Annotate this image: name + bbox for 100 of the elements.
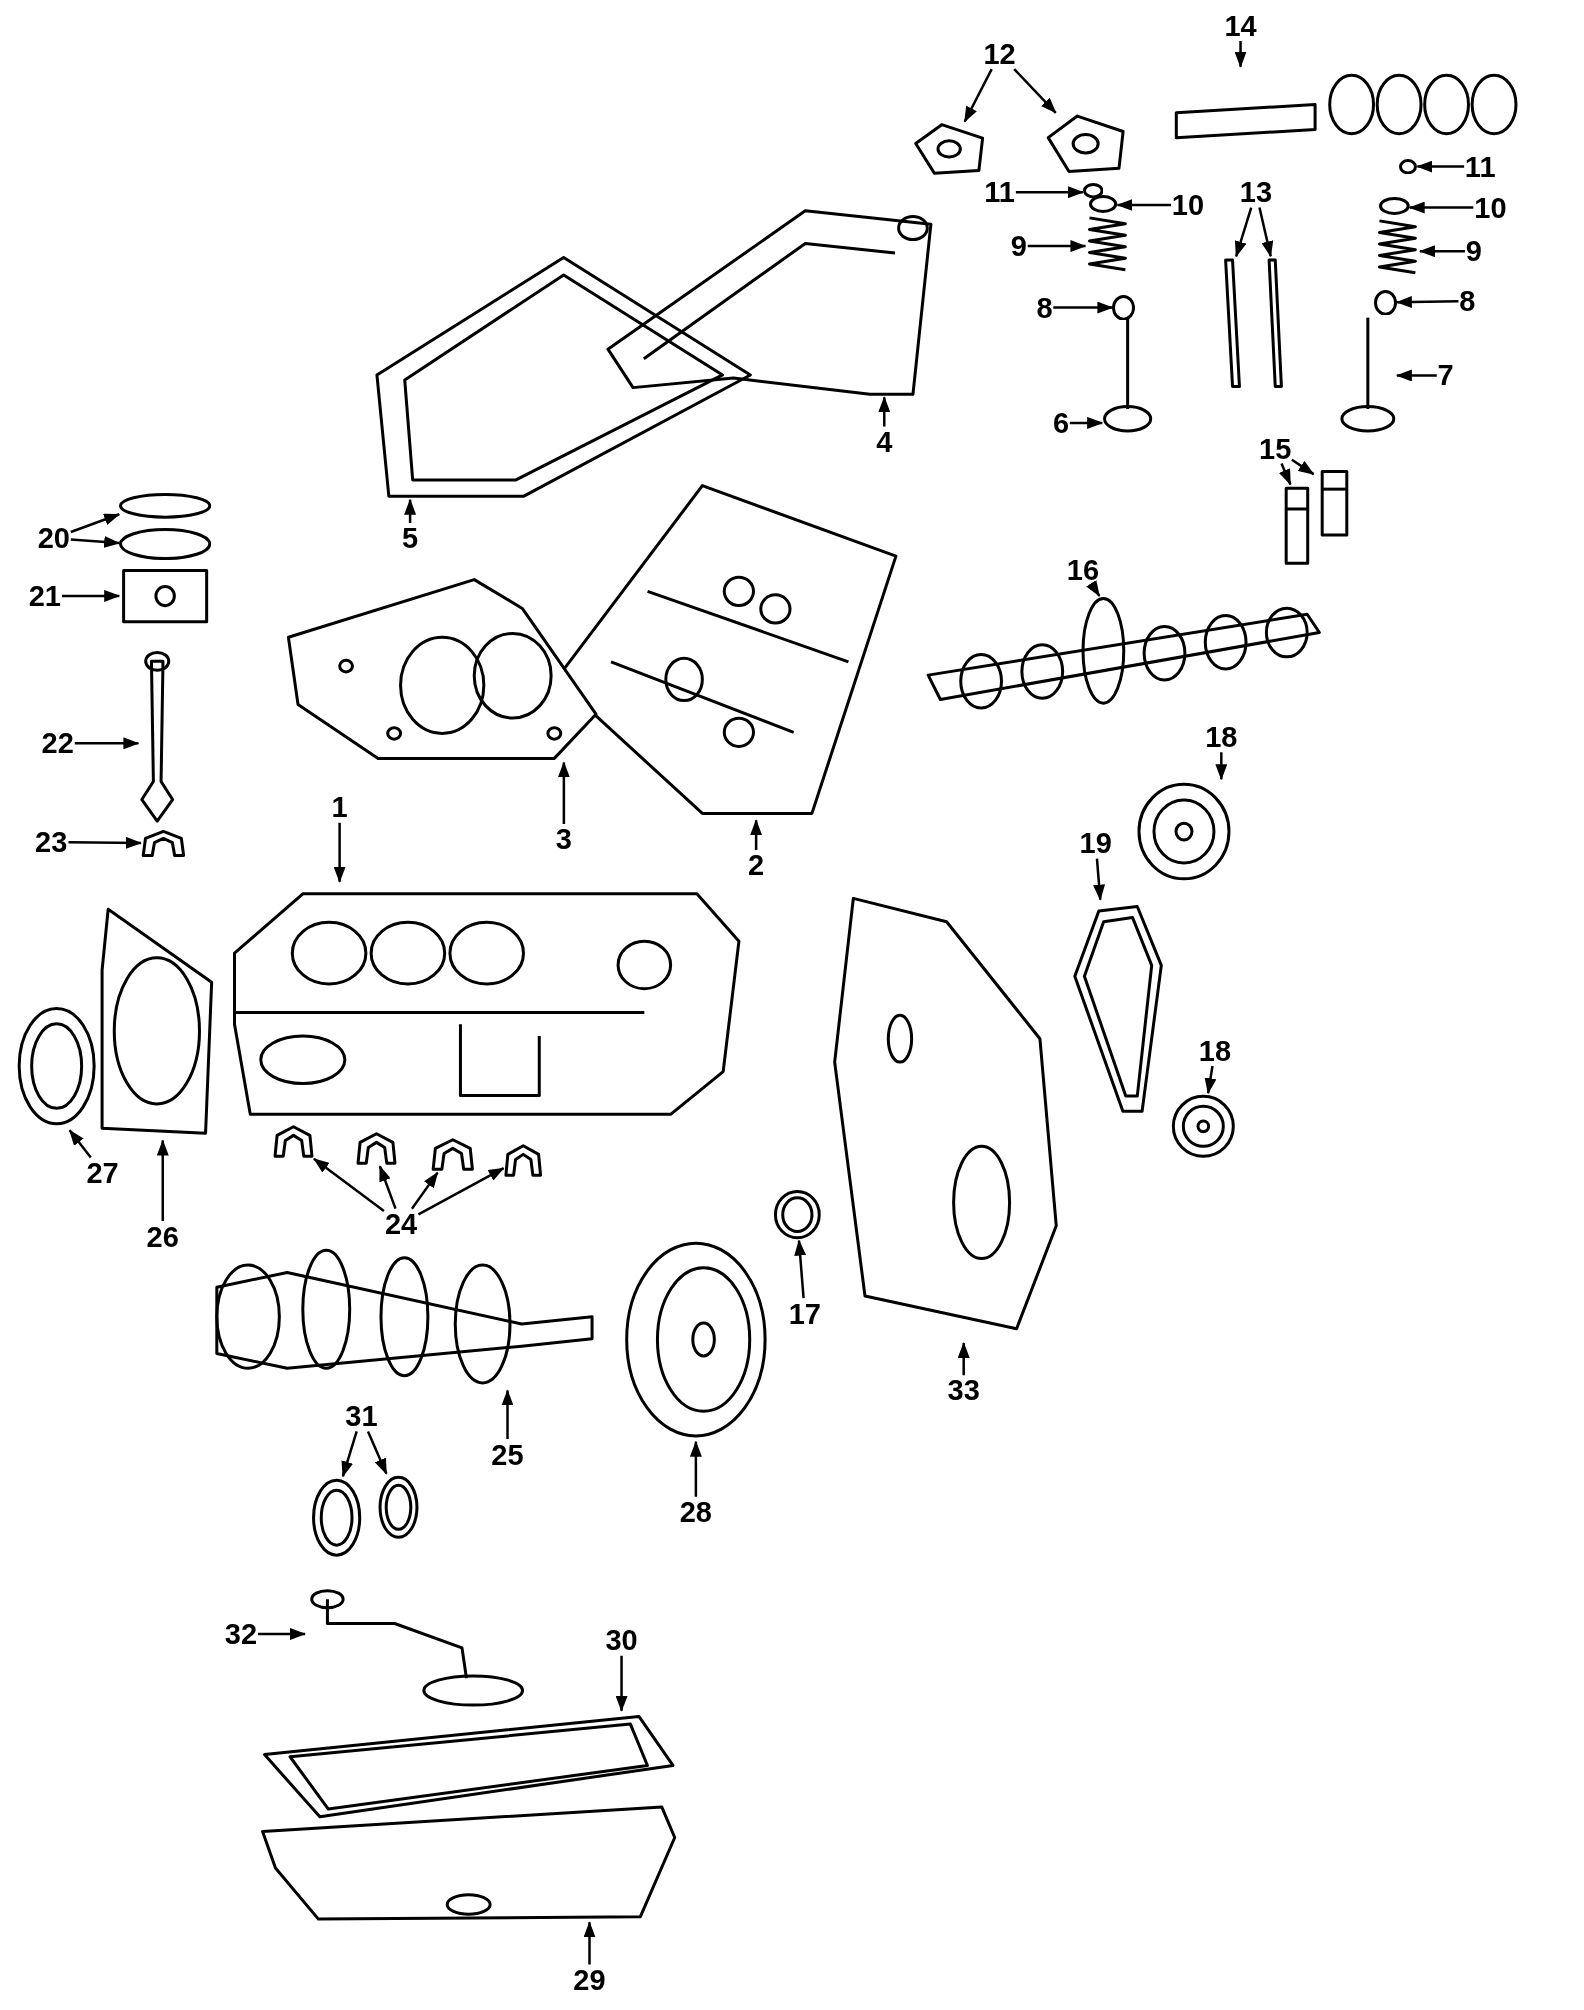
leader-line xyxy=(1418,245,1465,258)
valve-seal-drawing xyxy=(1373,289,1397,316)
callout-number: 7 xyxy=(1437,361,1454,390)
callout-number: 29 xyxy=(573,1965,606,1995)
leader-line xyxy=(417,1167,505,1216)
leader-line xyxy=(1053,301,1114,314)
leader-line xyxy=(156,1139,169,1222)
callout-number: 25 xyxy=(491,1440,524,1470)
leader-line xyxy=(1015,186,1084,199)
spring-retainer-drawing xyxy=(1378,197,1410,216)
callout-number: 18 xyxy=(1198,1036,1232,1066)
seal-drawing xyxy=(772,1189,822,1241)
leader-line xyxy=(410,1171,439,1210)
leader-line xyxy=(1093,858,1106,901)
valve-seal-drawing xyxy=(1112,294,1136,321)
pump-part-drawing xyxy=(311,1476,363,1560)
bearing-drawing xyxy=(356,1131,398,1167)
leader-line xyxy=(61,589,121,602)
callout-number: 18 xyxy=(1205,722,1238,752)
leader-line xyxy=(1258,207,1274,258)
leader-line xyxy=(750,819,763,850)
bearing-drawing xyxy=(430,1138,475,1173)
leader-line xyxy=(583,1921,596,1965)
callout-number: 4 xyxy=(876,427,893,457)
leader-line xyxy=(378,1165,397,1210)
callout-number: 22 xyxy=(41,728,74,758)
callout-number: 10 xyxy=(1474,193,1507,223)
leader-line xyxy=(501,1389,514,1440)
leader-line xyxy=(1234,41,1247,68)
leader-line xyxy=(341,1431,358,1478)
callout-number: 11 xyxy=(1464,152,1496,182)
leader-line xyxy=(1234,207,1253,258)
leader-line xyxy=(1013,68,1057,114)
piston-ring-drawing xyxy=(119,493,212,519)
callout-number: 23 xyxy=(35,827,68,857)
bearing-drawing xyxy=(272,1125,314,1160)
callout-number: 30 xyxy=(605,1625,638,1655)
valve-keeper-drawing xyxy=(1399,158,1418,175)
callout-number: 8 xyxy=(1036,293,1053,323)
callout-number: 8 xyxy=(1459,286,1476,316)
piston-ring-drawing xyxy=(119,528,212,561)
callout-number: 13 xyxy=(1239,177,1273,207)
leader-line xyxy=(68,1129,92,1159)
leader-line xyxy=(957,1342,970,1376)
leader-line xyxy=(615,1655,628,1712)
leader-line xyxy=(1279,463,1292,486)
gear-drawing xyxy=(1170,1093,1237,1160)
bearing-drawing xyxy=(503,1144,543,1179)
leader-line xyxy=(1408,201,1474,214)
leader-line xyxy=(366,1430,388,1475)
callout-number: 11 xyxy=(984,177,1015,207)
callout-number: 9 xyxy=(1010,231,1027,261)
leader-line xyxy=(313,1157,385,1213)
rocker-arm-drawing xyxy=(912,121,987,176)
leader-line xyxy=(1086,580,1101,597)
leader-line xyxy=(1215,752,1228,781)
leader-line xyxy=(74,737,140,750)
leader-line xyxy=(878,396,891,427)
leader-line xyxy=(68,836,142,849)
callout-number: 12 xyxy=(983,39,1016,69)
callout-number: 32 xyxy=(224,1619,258,1649)
callout-number: 10 xyxy=(1171,190,1205,220)
leader-line xyxy=(963,68,993,123)
bearing-drawing xyxy=(140,830,186,859)
leader-line xyxy=(1116,199,1172,212)
callout-number: 28 xyxy=(679,1497,712,1527)
leader-line xyxy=(1416,160,1465,173)
leader-line xyxy=(1395,369,1437,382)
callout-number: 3 xyxy=(555,824,572,854)
leader-line xyxy=(258,1628,306,1640)
callout-number: 26 xyxy=(146,1222,179,1252)
pump-part-drawing xyxy=(378,1473,420,1541)
leader-line xyxy=(404,498,417,523)
leader-line xyxy=(689,1440,702,1497)
valve-spring-drawing xyxy=(1375,217,1420,276)
callout-number: 27 xyxy=(86,1158,119,1188)
rocker-arm-drawing xyxy=(1044,112,1128,175)
spring-retainer-drawing xyxy=(1089,194,1118,213)
callout-number: 14 xyxy=(1224,11,1257,41)
callout-number: 16 xyxy=(1066,555,1100,585)
leader-line xyxy=(1291,458,1315,476)
leader-line xyxy=(1204,1065,1217,1095)
leader-line xyxy=(794,1239,807,1299)
callout-number: 2 xyxy=(748,850,765,880)
leader-line xyxy=(70,535,121,548)
leader-line xyxy=(1027,240,1087,253)
callout-number: 6 xyxy=(1053,408,1070,438)
callout-number: 17 xyxy=(788,1299,821,1329)
callout-number: 20 xyxy=(37,523,70,553)
valve-keeper-drawing xyxy=(1082,183,1104,199)
leader-line xyxy=(1069,416,1104,429)
callout-number: 24 xyxy=(385,1209,418,1239)
callout-number: 15 xyxy=(1259,434,1292,464)
callout-number: 5 xyxy=(402,523,419,553)
leader-line xyxy=(70,513,121,534)
callout-number: 1 xyxy=(331,792,348,822)
callout-number: 21 xyxy=(28,581,61,611)
callout-number: 33 xyxy=(947,1376,980,1405)
callout-number: 31 xyxy=(345,1401,378,1431)
callout-number: 9 xyxy=(1465,236,1482,266)
